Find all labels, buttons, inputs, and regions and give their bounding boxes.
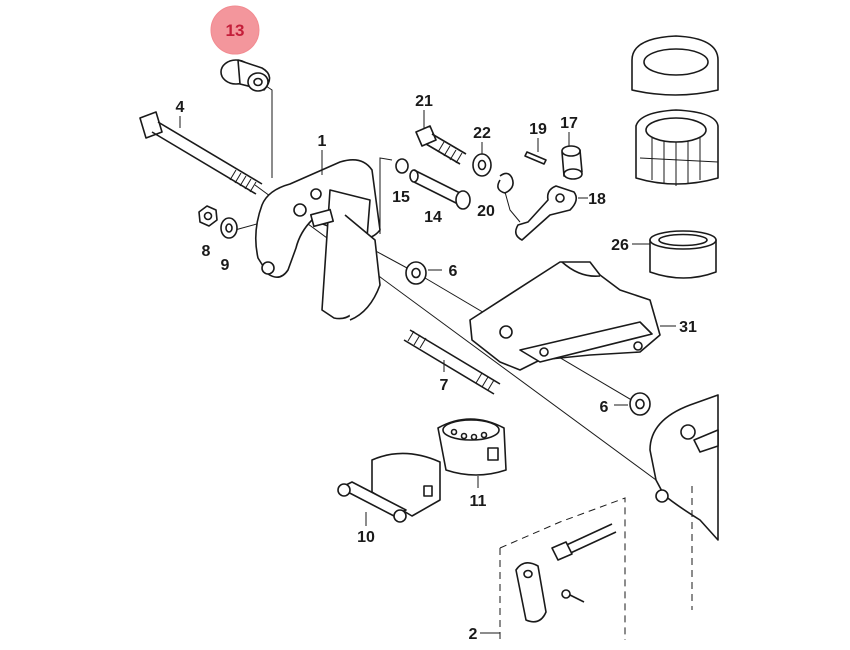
lower-assembly-part-2 bbox=[480, 486, 693, 640]
bolt-part-21 bbox=[415, 110, 467, 165]
bushing-part-13 bbox=[220, 59, 273, 178]
callout-8: 8 bbox=[202, 243, 211, 260]
callout-17: 17 bbox=[560, 115, 578, 132]
callout-26: 26 bbox=[611, 237, 629, 254]
callout-10: 10 bbox=[357, 529, 375, 546]
callout-19: 19 bbox=[529, 121, 547, 138]
callout-21: 21 bbox=[415, 93, 433, 110]
threaded-rod-part-7 bbox=[403, 329, 501, 395]
collar-part-17 bbox=[561, 132, 583, 180]
nut-part-8 bbox=[198, 205, 218, 227]
callout-14: 14 bbox=[424, 209, 442, 226]
callout-2: 2 bbox=[469, 626, 478, 643]
callout-31: 31 bbox=[679, 319, 697, 336]
callout-7: 7 bbox=[440, 377, 449, 394]
long-bolt-part-4 bbox=[139, 111, 263, 195]
washer-part-6-upper bbox=[405, 261, 442, 285]
callout-20: 20 bbox=[477, 203, 495, 220]
callout-1: 1 bbox=[318, 133, 327, 150]
clamp-bracket-part-1 bbox=[254, 150, 381, 321]
sleeve-part-26 bbox=[632, 230, 717, 279]
callout-18: 18 bbox=[588, 191, 606, 208]
lever-part-18 bbox=[514, 185, 588, 241]
callout-11: 11 bbox=[470, 493, 487, 510]
washer-part-22 bbox=[472, 142, 492, 177]
washer-part-9 bbox=[220, 217, 238, 239]
callout-22: 22 bbox=[473, 125, 491, 142]
callout-13: 13 bbox=[226, 21, 245, 40]
callout-6-lower: 6 bbox=[600, 399, 609, 416]
spring-clip-part-20 bbox=[497, 172, 521, 223]
pin-part-19 bbox=[524, 138, 547, 165]
callout-6-upper: 6 bbox=[449, 263, 458, 280]
callout-labels: 13 4 21 1 22 19 17 15 14 20 18 8 9 6 26 … bbox=[176, 5, 697, 643]
right-clamp-bracket bbox=[649, 394, 719, 541]
bearing-rings bbox=[631, 35, 719, 186]
o-ring-part-15 bbox=[379, 157, 409, 234]
callout-9: 9 bbox=[221, 257, 230, 274]
callout-15: 15 bbox=[392, 189, 410, 206]
yoke-part-10 bbox=[337, 452, 441, 526]
swivel-housing-part-31 bbox=[469, 261, 676, 371]
highlighted-callout-badge bbox=[210, 5, 260, 55]
callout-4: 4 bbox=[176, 99, 185, 116]
yoke-half-part-11 bbox=[437, 418, 507, 488]
washer-part-6-lower bbox=[614, 392, 651, 416]
pin-bolt-part-14 bbox=[409, 169, 471, 210]
